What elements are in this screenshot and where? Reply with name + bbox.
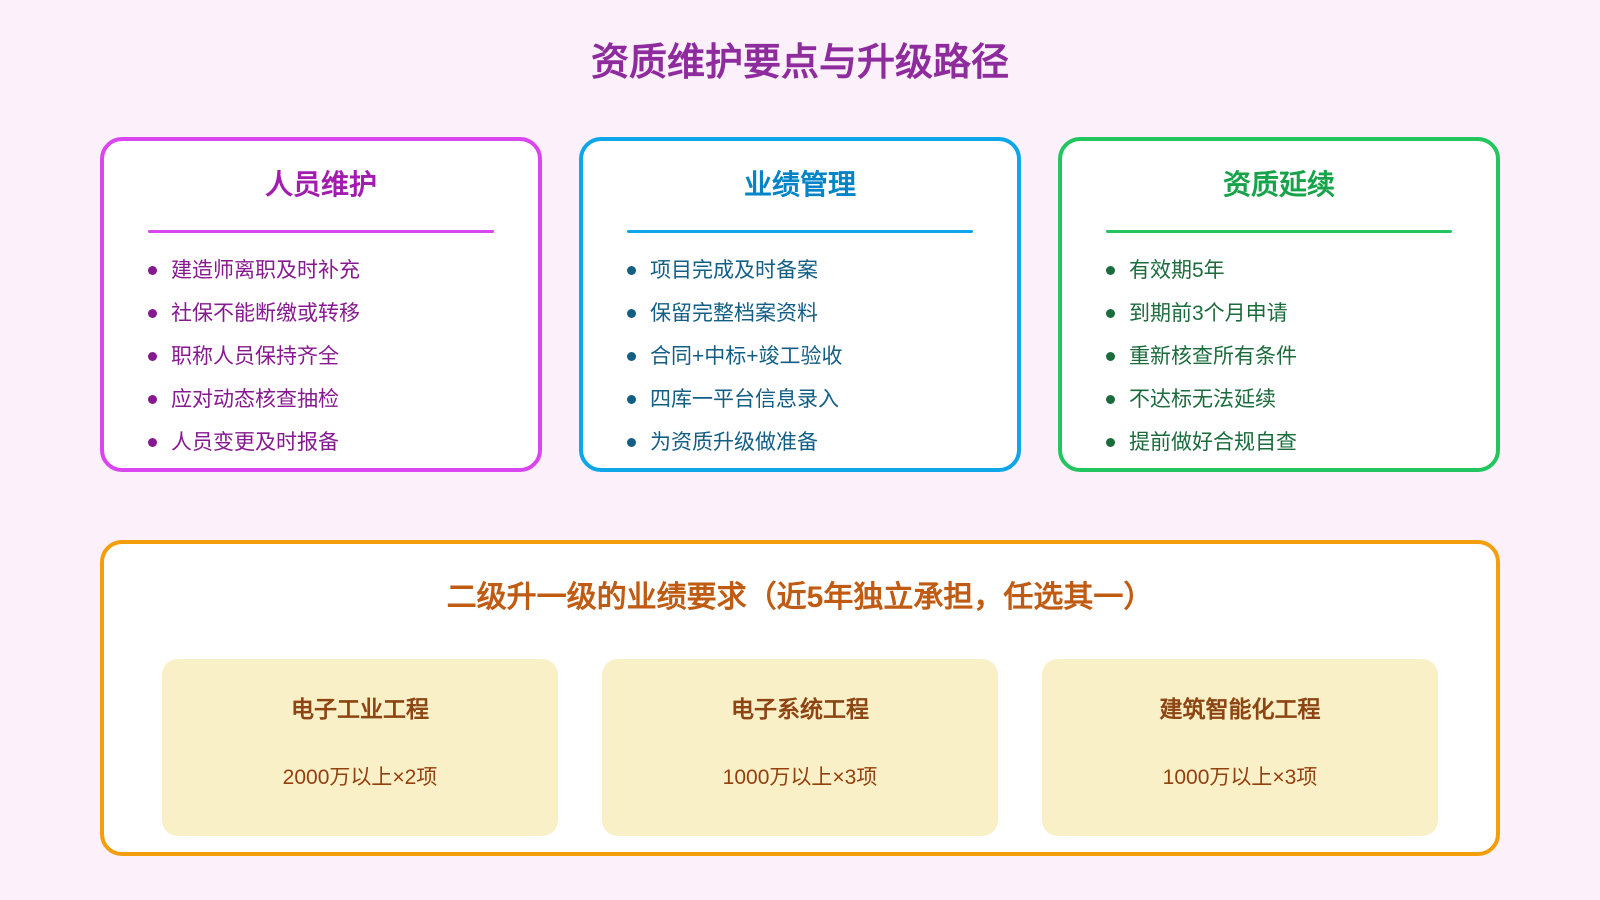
list-item: 人员变更及时报备 [148, 429, 494, 456]
card-personnel: 人员维护 建造师离职及时补充 社保不能断缴或转移 职称人员保持齐全 应对动态核查… [100, 137, 542, 472]
list-item: 重新核查所有条件 [1106, 343, 1452, 370]
option-card-electronic-industry: 电子工业工程 2000万以上×2项 [162, 659, 558, 836]
list-item-text: 为资质升级做准备 [650, 431, 818, 454]
bullet-dot [1106, 266, 1115, 275]
option-name: 电子工业工程 [291, 696, 429, 722]
option-name: 建筑智能化工程 [1159, 696, 1321, 722]
list-item-text: 重新核查所有条件 [1129, 345, 1297, 368]
bullet-dot [627, 438, 636, 447]
option-name: 电子系统工程 [731, 696, 869, 722]
list-item-text: 到期前3个月申请 [1129, 302, 1288, 325]
upgrade-panel: 二级升一级的业绩要求（近5年独立承担，任选其一） 电子工业工程 2000万以上×… [100, 540, 1500, 856]
list-item-text: 人员变更及时报备 [171, 431, 339, 454]
upgrade-options-row: 电子工业工程 2000万以上×2项 电子系统工程 1000万以上×3项 建筑智能… [162, 659, 1438, 836]
list-item-text: 职称人员保持齐全 [171, 345, 339, 368]
card-renewal: 资质延续 有效期5年 到期前3个月申请 重新核查所有条件 不达标无法延续 提前做… [1058, 137, 1500, 472]
bullet-dot [148, 266, 157, 275]
card-performance: 业绩管理 项目完成及时备案 保留完整档案资料 合同+中标+竣工验收 四库一平台信… [579, 137, 1021, 472]
card-title-underline [148, 230, 494, 233]
list-item: 到期前3个月申请 [1106, 300, 1452, 327]
list-item: 提前做好合规自查 [1106, 429, 1452, 456]
option-card-electronic-system: 电子系统工程 1000万以上×3项 [602, 659, 998, 836]
list-item-text: 项目完成及时备案 [650, 259, 818, 282]
card-performance-list: 项目完成及时备案 保留完整档案资料 合同+中标+竣工验收 四库一平台信息录入 为… [627, 257, 973, 456]
card-performance-title: 业绩管理 [743, 169, 856, 200]
option-card-building-intelligence: 建筑智能化工程 1000万以上×3项 [1042, 659, 1438, 836]
list-item: 建造师离职及时补充 [148, 257, 494, 284]
option-requirement: 1000万以上×3项 [1162, 766, 1318, 789]
bullet-dot [148, 352, 157, 361]
card-renewal-title: 资质延续 [1222, 169, 1335, 200]
card-renewal-list: 有效期5年 到期前3个月申请 重新核查所有条件 不达标无法延续 提前做好合规自查 [1106, 257, 1452, 456]
list-item: 不达标无法延续 [1106, 386, 1452, 413]
bullet-dot [1106, 438, 1115, 447]
list-item: 应对动态核查抽检 [148, 386, 494, 413]
list-item: 职称人员保持齐全 [148, 343, 494, 370]
list-item-text: 不达标无法延续 [1129, 388, 1276, 411]
list-item-text: 提前做好合规自查 [1129, 431, 1297, 454]
bullet-dot [627, 352, 636, 361]
bullet-dot [148, 438, 157, 447]
list-item: 保留完整档案资料 [627, 300, 973, 327]
bullet-dot [1106, 352, 1115, 361]
list-item-text: 社保不能断缴或转移 [171, 302, 360, 325]
card-title-underline [627, 230, 973, 233]
list-item: 有效期5年 [1106, 257, 1452, 284]
list-item-text: 有效期5年 [1129, 259, 1225, 282]
option-requirement: 1000万以上×3项 [722, 766, 878, 789]
bullet-dot [627, 395, 636, 404]
maintenance-cards-row: 人员维护 建造师离职及时补充 社保不能断缴或转移 职称人员保持齐全 应对动态核查… [100, 137, 1500, 472]
bullet-dot [1106, 395, 1115, 404]
bullet-dot [627, 266, 636, 275]
list-item-text: 建造师离职及时补充 [171, 259, 360, 282]
list-item: 四库一平台信息录入 [627, 386, 973, 413]
list-item: 为资质升级做准备 [627, 429, 973, 456]
bullet-dot [148, 395, 157, 404]
list-item-text: 保留完整档案资料 [650, 302, 818, 325]
option-requirement: 2000万以上×2项 [282, 766, 438, 789]
upgrade-panel-title: 二级升一级的业绩要求（近5年独立承担，任选其一） [446, 581, 1154, 614]
list-item: 合同+中标+竣工验收 [627, 343, 973, 370]
bullet-dot [627, 309, 636, 318]
card-title-underline [1106, 230, 1452, 233]
list-item-text: 四库一平台信息录入 [650, 388, 839, 411]
list-item: 社保不能断缴或转移 [148, 300, 494, 327]
card-personnel-title: 人员维护 [264, 169, 377, 200]
list-item: 项目完成及时备案 [627, 257, 973, 284]
list-item-text: 应对动态核查抽检 [171, 388, 339, 411]
bullet-dot [148, 309, 157, 318]
card-personnel-list: 建造师离职及时补充 社保不能断缴或转移 职称人员保持齐全 应对动态核查抽检 人员… [148, 257, 494, 456]
page-title: 资质维护要点与升级路径 [590, 42, 1009, 84]
bullet-dot [1106, 309, 1115, 318]
list-item-text: 合同+中标+竣工验收 [650, 345, 843, 368]
